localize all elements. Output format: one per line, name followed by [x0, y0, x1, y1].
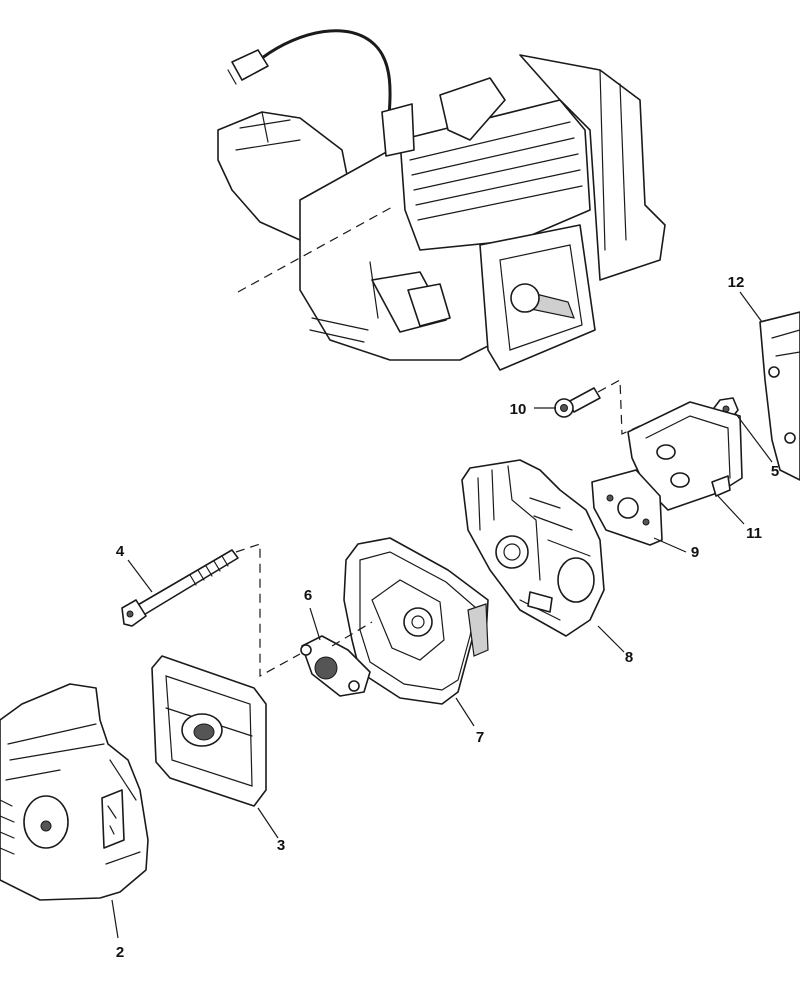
part-2-filter-cover	[0, 683, 149, 901]
callout-3: 3	[277, 837, 285, 854]
callout-labels: 2 3 4 5 6 7 8 9 10 11 12	[116, 274, 779, 961]
part-7-filter-base	[343, 537, 489, 705]
part-12-gasket	[759, 311, 800, 481]
callout-8: 8	[625, 649, 633, 666]
part-9-gasket	[591, 469, 663, 546]
callout-4: 4	[116, 543, 125, 560]
callout-7: 7	[476, 729, 484, 746]
callout-6: 6	[304, 587, 312, 604]
callout-2: 2	[116, 944, 124, 961]
part-3-filter-element	[151, 655, 267, 807]
part-8-carburetor	[461, 459, 605, 637]
callout-12: 12	[728, 274, 745, 291]
callout-11: 11	[746, 525, 762, 542]
part-10-screw	[554, 387, 601, 418]
part-4-long-bolt	[121, 549, 239, 627]
callout-10: 10	[510, 401, 527, 418]
engine-assembly	[217, 29, 666, 371]
leader-lines	[111, 291, 773, 939]
callout-9: 9	[691, 544, 699, 561]
assembly-lines	[235, 205, 645, 678]
part-11-spacer-block	[627, 401, 743, 511]
callout-5: 5	[771, 463, 779, 480]
part-6-small-gasket	[300, 635, 371, 697]
